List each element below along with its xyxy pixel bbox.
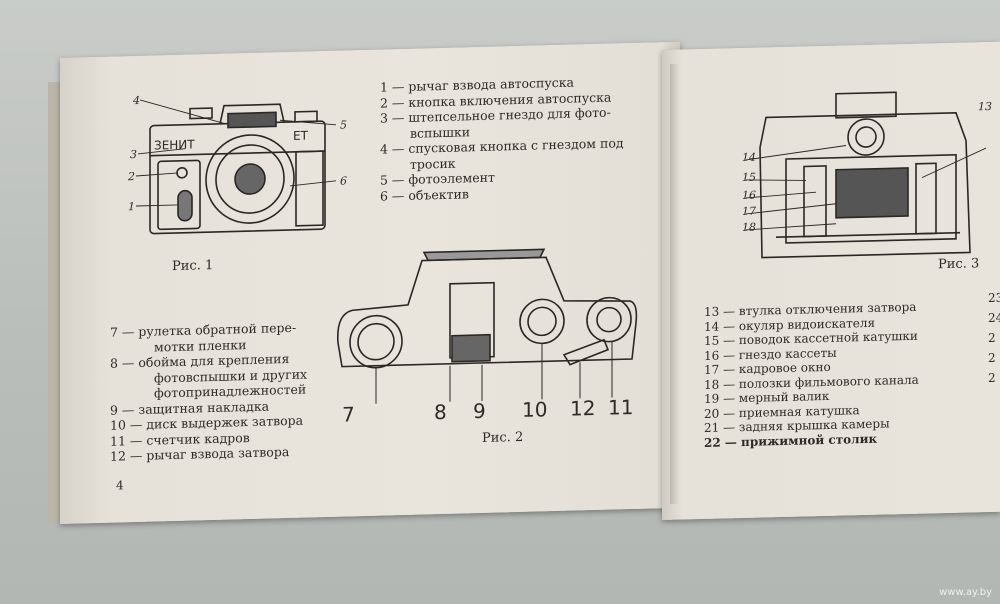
fig1-callout: 3 — [130, 147, 137, 162]
legend-1: 1 — рычаг взвода автоспуска 2 — кнопка в… — [380, 73, 624, 204]
edge-number: 23 — [988, 290, 1000, 306]
fig2-callout: 11 — [608, 394, 634, 420]
camera-model-label: ЕТ — [293, 128, 309, 142]
page-number: 4 — [116, 478, 124, 493]
fig3-callout: 13 — [978, 99, 992, 114]
fig1-callout: 2 — [128, 170, 135, 184]
fig2-callout: 8 — [434, 399, 447, 425]
fig3-callout: 14 — [742, 150, 756, 165]
book-spine — [670, 64, 680, 504]
fig1-callout: 5 — [340, 118, 347, 132]
figure-3-caption: Рис. 3 — [938, 256, 980, 273]
legend-3: 13 — втулка отключения затвора 14 — окул… — [704, 300, 919, 450]
figure-1-caption: Рис. 1 — [172, 257, 214, 275]
fig3-callout: 15 — [742, 170, 756, 185]
figure-3-camera-back — [745, 91, 987, 259]
left-page: ЗЕНИТ ЕТ 4 3 2 1 5 6 Рис. 1 1 — рычаг вз… — [60, 41, 680, 524]
fig2-callout: 12 — [570, 395, 596, 421]
fig1-callout: 1 — [128, 200, 135, 214]
fig3-callout: 18 — [742, 220, 756, 235]
fig3-callout: 17 — [742, 204, 756, 219]
fig2-callout: 10 — [522, 397, 548, 422]
fig1-callout: 4 — [133, 93, 140, 108]
figure-2-caption: Рис. 2 — [482, 429, 524, 446]
fig2-callout: 7 — [342, 402, 355, 427]
edge-numbers: 23 24 2 2 2 — [988, 288, 1000, 388]
legend-2: 7 — рулетка обратной пере- мотки пленки … — [110, 320, 307, 465]
edge-number: 2 — [988, 370, 996, 386]
edge-number: 24 — [988, 310, 1000, 326]
figure-1-camera-front: ЗЕНИТ ЕТ — [135, 99, 337, 235]
figure-2-camera-top — [336, 248, 638, 404]
fig1-callout: 6 — [340, 174, 347, 188]
fig2-callout: 9 — [473, 398, 486, 424]
right-page: 14 15 16 17 18 13 Рис. 3 13 — втулка отк… — [662, 41, 1000, 521]
fig3-callout: 16 — [742, 188, 756, 203]
edge-number: 2 — [988, 350, 996, 366]
watermark: www.ay.by — [939, 587, 992, 598]
edge-number: 2 — [988, 330, 996, 346]
